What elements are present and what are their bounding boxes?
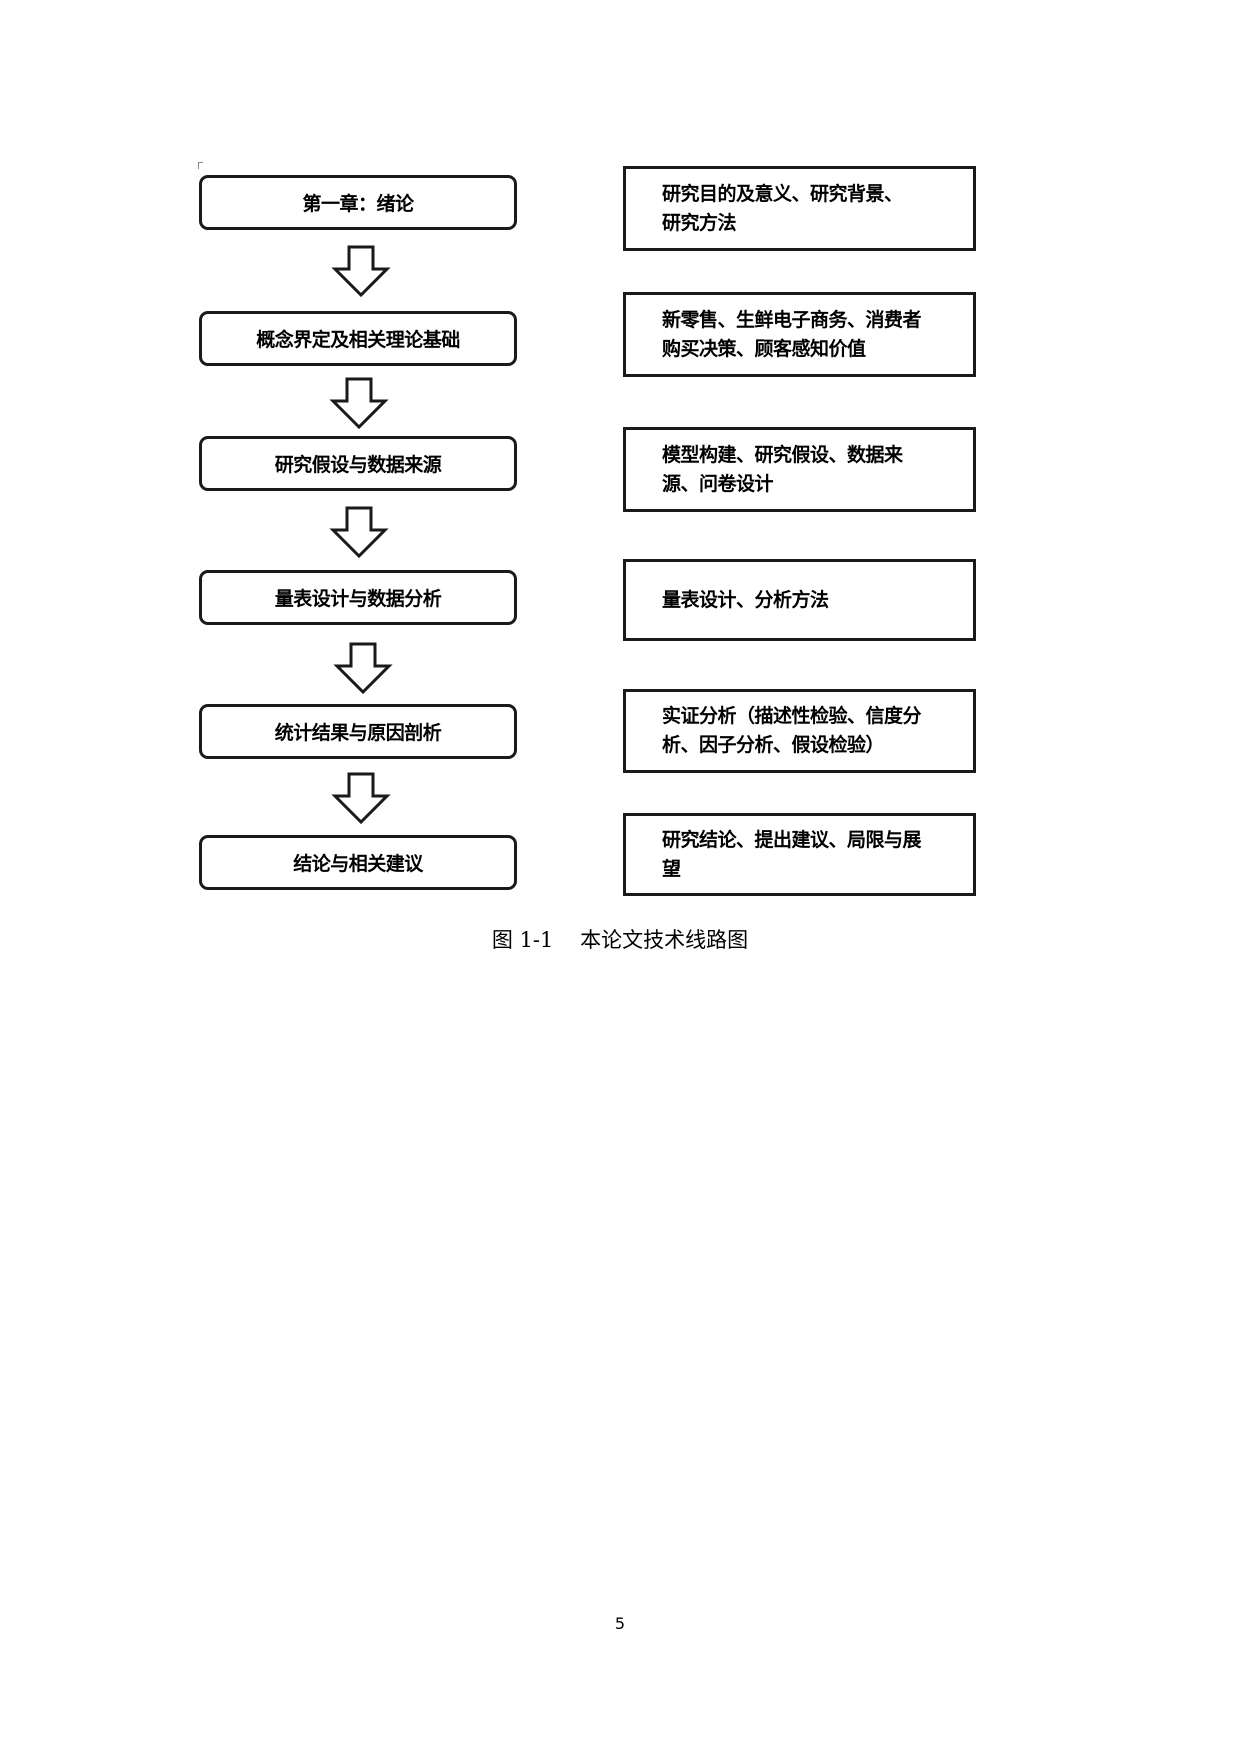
page-number: 5	[614, 1614, 626, 1633]
down-arrow-3	[329, 506, 389, 558]
description-box-2: 新零售、生鲜电子商务、消费者 购买决策、顾客感知价值	[623, 292, 976, 377]
step-label-6: 结论与相关建议	[293, 853, 423, 875]
step-box-6: 结论与相关建议	[199, 835, 517, 890]
description-text-3: 模型构建、研究假设、数据来 源、问卷设计	[662, 443, 903, 495]
step-label-4: 量表设计与数据分析	[274, 588, 442, 610]
description-box-3: 模型构建、研究假设、数据来 源、问卷设计	[623, 427, 976, 512]
down-arrow-1	[331, 245, 391, 297]
down-arrow-5	[331, 772, 391, 824]
step-box-5: 统计结果与原因剖析	[199, 704, 517, 759]
step-label-5: 统计结果与原因剖析	[274, 722, 442, 744]
description-box-6: 研究结论、提出建议、局限与展 望	[623, 813, 976, 896]
step-label-2: 概念界定及相关理论基础	[256, 329, 460, 351]
description-text-5: 实证分析（描述性检验、信度分 析、因子分析、假设检验）	[662, 705, 922, 756]
description-text-1: 研究目的及意义、研究背景、 研究方法	[662, 182, 903, 234]
description-box-5: 实证分析（描述性检验、信度分 析、因子分析、假设检验）	[623, 689, 976, 773]
description-box-4: 量表设计、分析方法	[623, 559, 976, 641]
step-box-4: 量表设计与数据分析	[199, 570, 517, 625]
down-arrow-2	[329, 377, 389, 429]
step-box-3: 研究假设与数据来源	[199, 436, 517, 491]
down-arrow-4	[333, 642, 393, 694]
corner-mark	[198, 162, 203, 169]
step-box-2: 概念界定及相关理论基础	[199, 311, 517, 366]
step-box-1: 第一章：绪论	[199, 175, 517, 230]
figure-caption: 图 1-1 本论文技术线路图	[491, 928, 749, 952]
description-text-4: 量表设计、分析方法	[662, 588, 829, 611]
description-text-2: 新零售、生鲜电子商务、消费者 购买决策、顾客感知价值	[662, 308, 922, 360]
step-label-1: 第一章：绪论	[302, 193, 414, 215]
description-text-6: 研究结论、提出建议、局限与展 望	[662, 828, 922, 880]
step-label-3: 研究假设与数据来源	[274, 454, 442, 476]
description-box-1: 研究目的及意义、研究背景、 研究方法	[623, 166, 976, 251]
